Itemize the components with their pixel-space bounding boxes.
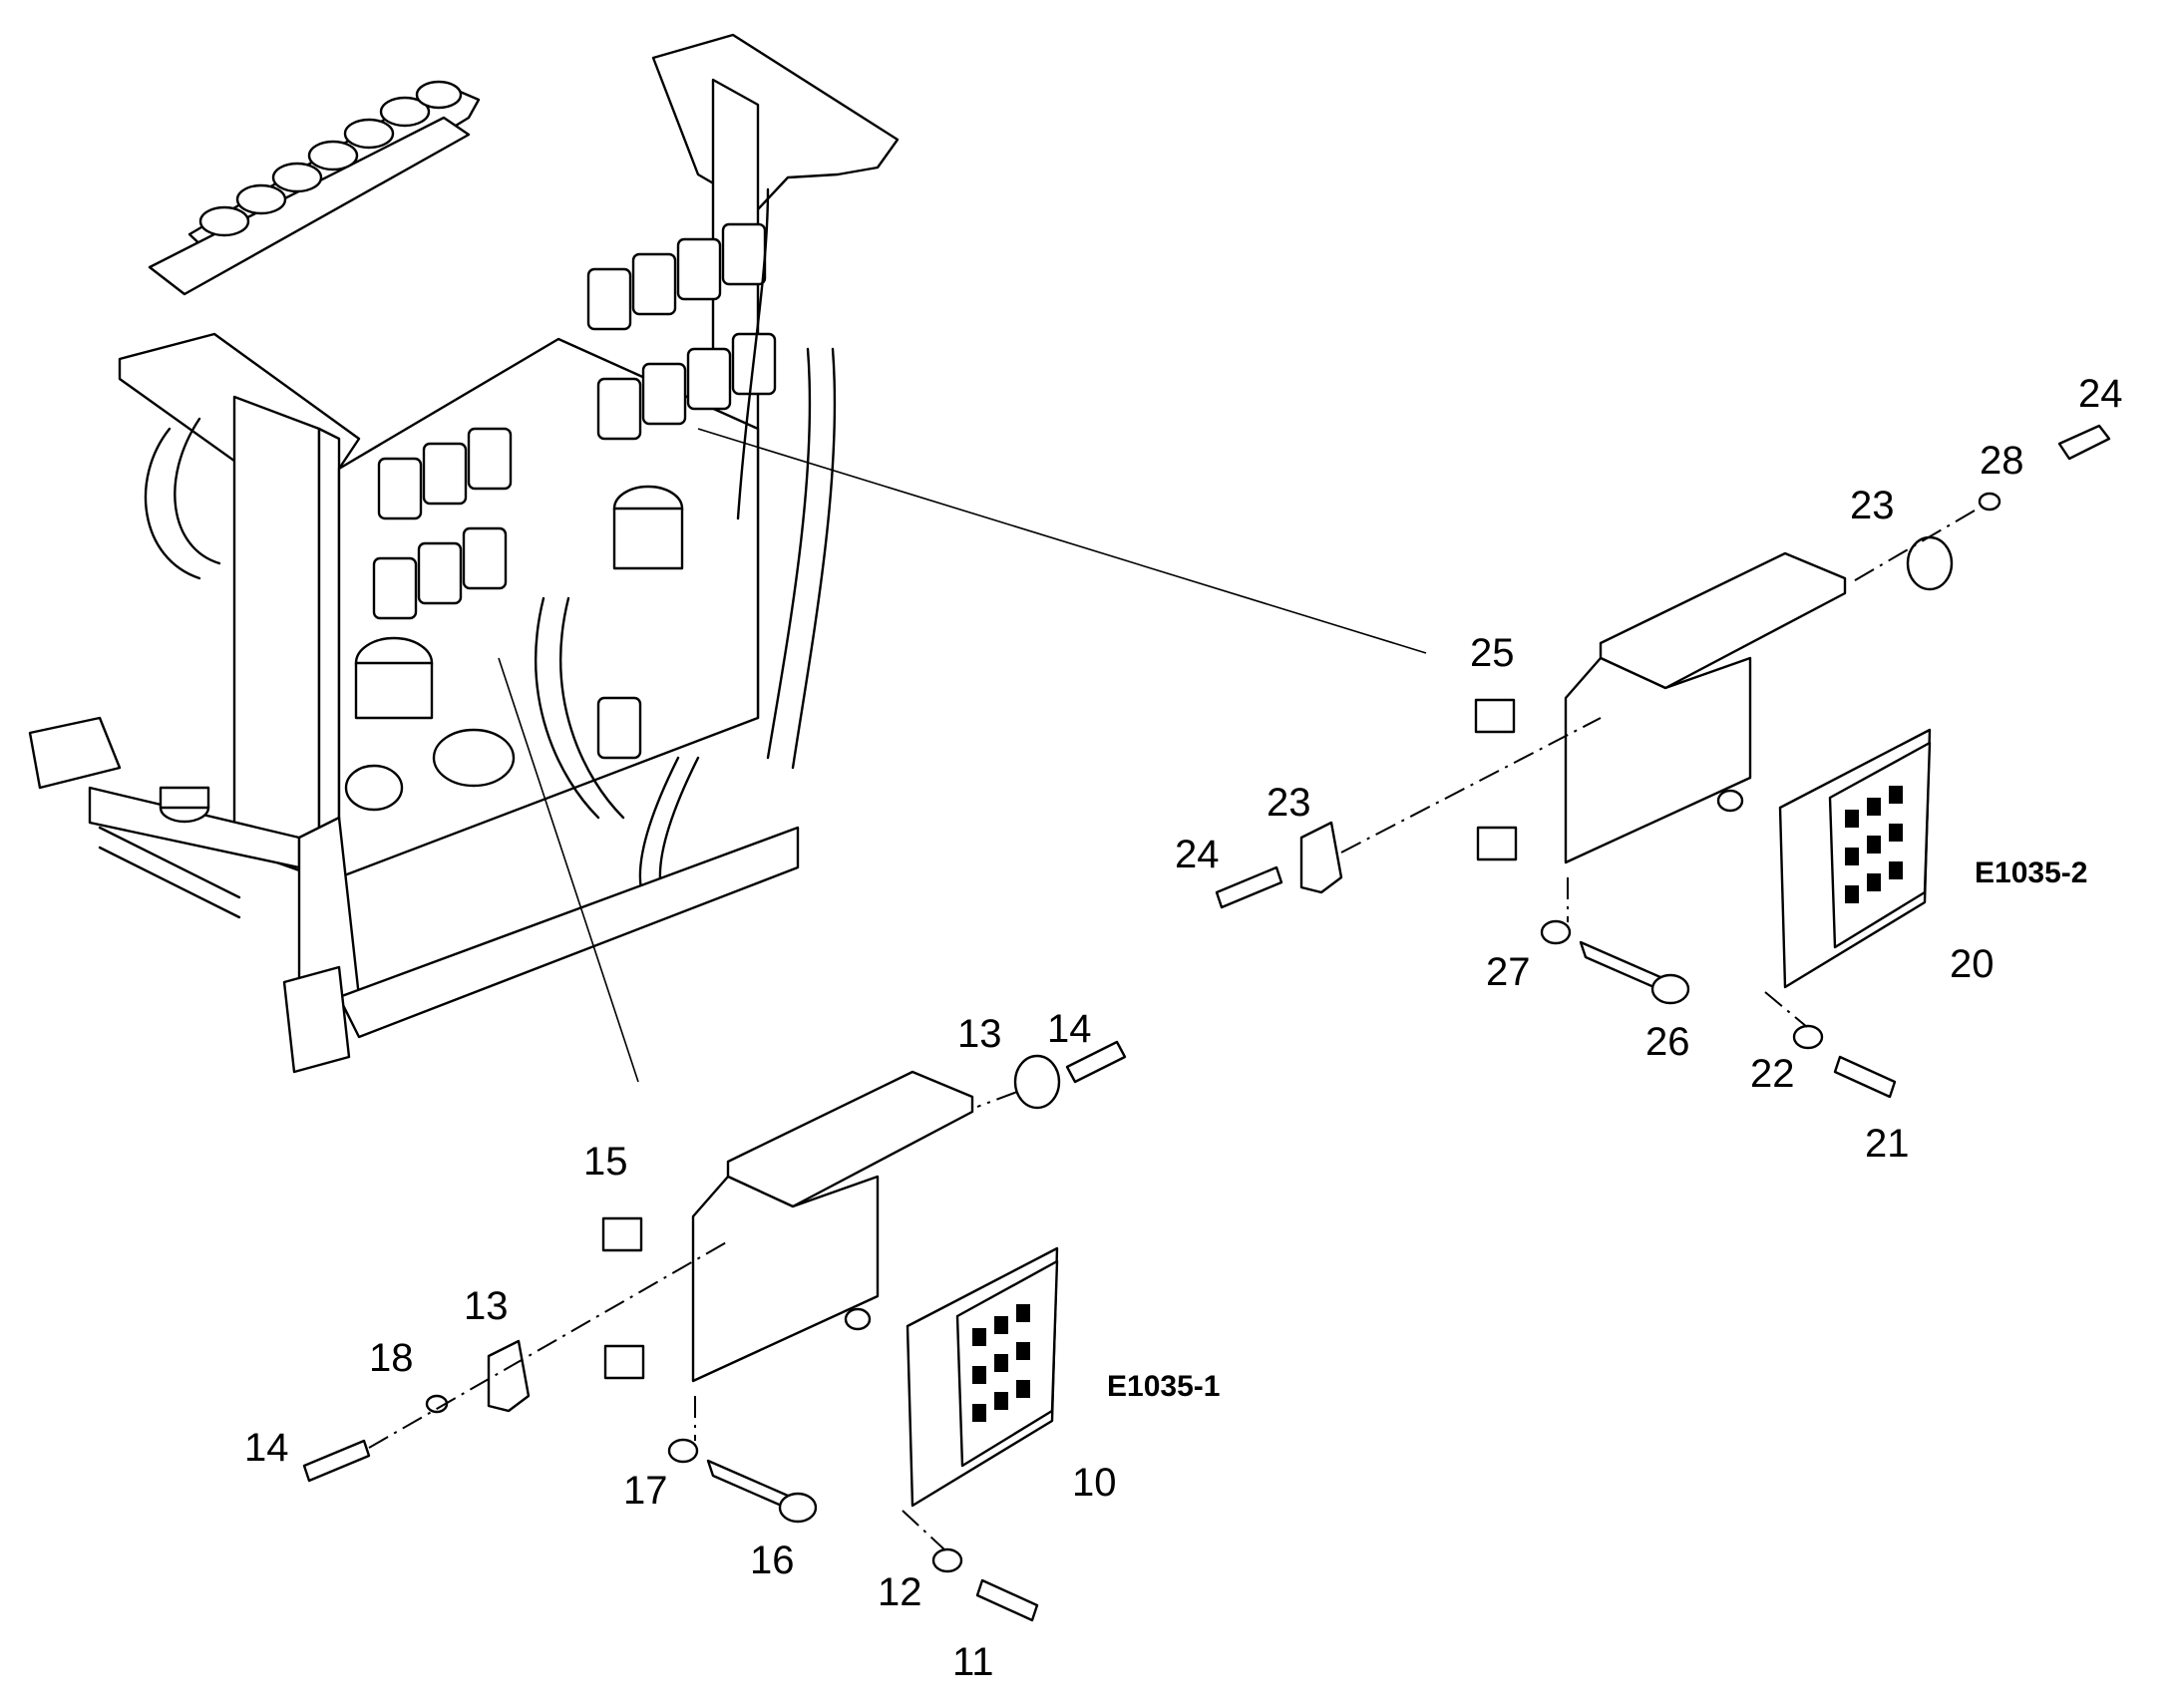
callout-26: 26 bbox=[1645, 1020, 1690, 1064]
callout-13-top: 13 bbox=[957, 1012, 1002, 1056]
connector-grid-lower bbox=[972, 1304, 1030, 1422]
callout-27: 27 bbox=[1486, 950, 1531, 994]
callout-12: 12 bbox=[878, 1570, 922, 1614]
callout-20: 20 bbox=[1950, 942, 1995, 986]
washer-12 bbox=[931, 1547, 963, 1573]
callout-28: 28 bbox=[1980, 439, 2024, 483]
reference-labels: E1035-2 E1035-1 bbox=[1107, 856, 2087, 1403]
callout-23-top: 23 bbox=[1850, 484, 1895, 527]
callout-17: 17 bbox=[623, 1469, 668, 1513]
bolt-mid-left bbox=[1215, 865, 1283, 909]
callout-24-top: 24 bbox=[2078, 372, 2123, 416]
reference-lower: E1035-1 bbox=[1107, 1370, 1220, 1403]
screw-21 bbox=[1833, 1055, 1897, 1099]
bolt-lower-right bbox=[1065, 1040, 1127, 1084]
flange-row bbox=[198, 80, 463, 237]
callout-labels: 24 28 23 25 23 24 27 26 20 22 21 14 13 1… bbox=[244, 372, 2123, 1684]
callout-10: 10 bbox=[1072, 1461, 1117, 1505]
clip-mid-left bbox=[1299, 821, 1343, 894]
leader-line-lower bbox=[498, 657, 639, 1083]
callout-14-top: 14 bbox=[1047, 1007, 1092, 1051]
lower-bracket-group bbox=[302, 1040, 1127, 1622]
bolt-low-left bbox=[302, 1439, 371, 1483]
leader-line-upper bbox=[697, 428, 1427, 654]
screw-11 bbox=[975, 1578, 1039, 1622]
callout-18: 18 bbox=[369, 1336, 414, 1380]
callout-15: 15 bbox=[583, 1140, 628, 1184]
clip-lower-right bbox=[1013, 1054, 1061, 1110]
clip-low-left bbox=[487, 1339, 531, 1413]
callout-24-mid: 24 bbox=[1175, 833, 1220, 876]
callout-14-low: 14 bbox=[244, 1426, 289, 1470]
callout-13-low: 13 bbox=[464, 1284, 509, 1328]
washer-17 bbox=[667, 1438, 699, 1464]
frame-assembly bbox=[28, 33, 900, 1074]
callout-21: 21 bbox=[1865, 1122, 1910, 1166]
callout-16: 16 bbox=[750, 1538, 795, 1582]
washer-27 bbox=[1540, 919, 1572, 945]
washer-28 bbox=[1978, 492, 2001, 512]
callout-25: 25 bbox=[1470, 631, 1515, 675]
washer-22 bbox=[1792, 1024, 1824, 1050]
bolt-upper-right bbox=[2057, 424, 2111, 461]
callout-23-mid: 23 bbox=[1267, 781, 1311, 825]
reference-upper: E1035-2 bbox=[1975, 856, 2087, 889]
connector-grid-upper bbox=[1845, 786, 1903, 903]
upper-bracket-group bbox=[1215, 424, 2111, 1099]
callout-11: 11 bbox=[952, 1640, 994, 1684]
valve-bank bbox=[372, 222, 777, 760]
callout-22: 22 bbox=[1750, 1052, 1795, 1096]
